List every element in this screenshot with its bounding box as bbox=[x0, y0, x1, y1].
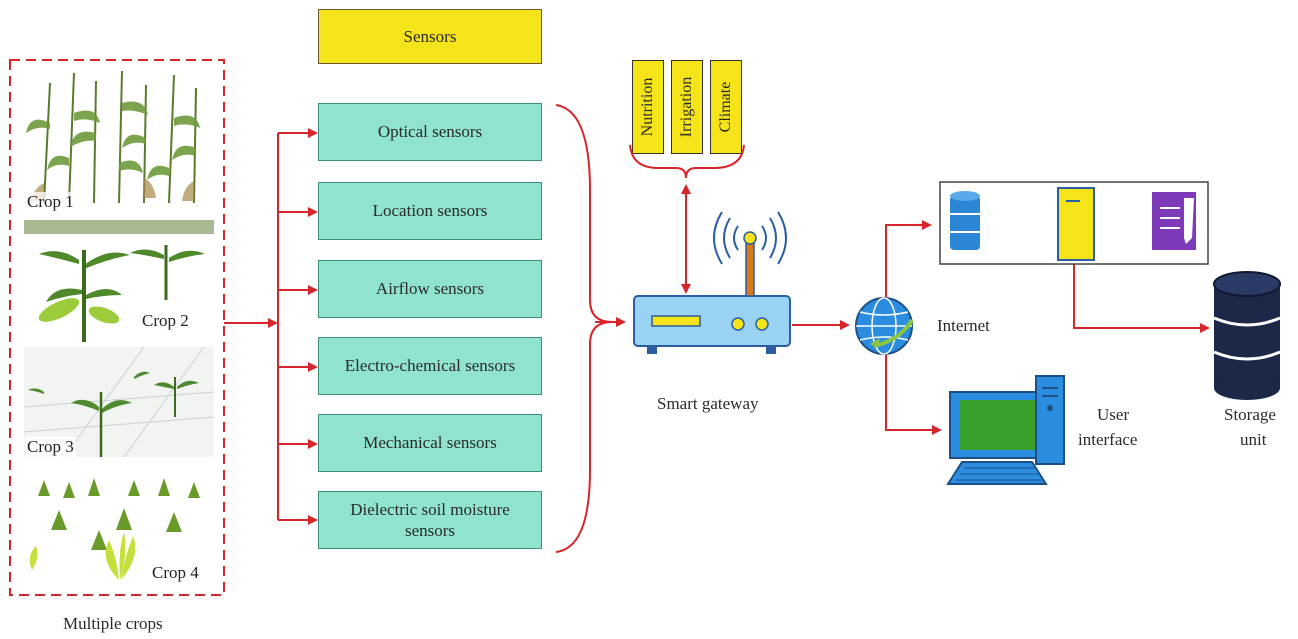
crop-1-label: Crop 1 bbox=[25, 192, 76, 212]
crop-1-image bbox=[24, 63, 214, 204]
document-icon bbox=[1152, 192, 1196, 250]
arrow-internet-to-ui bbox=[885, 352, 942, 435]
crop-4-image bbox=[24, 470, 214, 590]
crop-3-label: Crop 3 bbox=[25, 437, 76, 457]
crops-group-border bbox=[9, 59, 225, 596]
data-types-brace bbox=[629, 144, 745, 179]
sensor-airflow: Airflow sensors bbox=[318, 260, 542, 318]
sensor-optical: Optical sensors bbox=[318, 103, 542, 161]
sensor-mechanical: Mechanical sensors bbox=[318, 414, 542, 472]
database-icon bbox=[950, 191, 980, 250]
crop-4-label: Crop 4 bbox=[150, 563, 201, 583]
server-icon bbox=[1057, 187, 1095, 261]
data-type-nutrition: Nutrition bbox=[632, 60, 664, 154]
crop-2-label: Crop 2 bbox=[140, 311, 191, 331]
storage-label-2: unit bbox=[1240, 430, 1267, 449]
data-type-climate: Climate bbox=[710, 60, 742, 154]
data-type-irrigation: Irrigation bbox=[671, 60, 703, 154]
arrow-internet-to-cloud bbox=[885, 220, 932, 300]
storage-icon bbox=[1213, 271, 1281, 400]
computer-icon bbox=[946, 375, 1065, 485]
arrow-to-storage bbox=[1073, 263, 1210, 333]
sensor-electro-chemical: Electro-chemical sensors bbox=[318, 337, 542, 395]
user-interface-label-1: User bbox=[1097, 405, 1130, 424]
gateway-label: Smart gateway bbox=[657, 394, 759, 413]
router-icon bbox=[633, 211, 791, 354]
internet-label: Internet bbox=[937, 316, 990, 335]
sensor-dielectric-soil-moisture: Dielectric soil moisture sensors bbox=[318, 491, 542, 549]
user-interface-label-2: interface bbox=[1078, 430, 1138, 449]
globe-icon bbox=[855, 297, 914, 355]
sensors-brace bbox=[555, 104, 613, 553]
sensor-location: Location sensors bbox=[318, 182, 542, 240]
multiple-crops-label: Multiple crops bbox=[63, 614, 163, 633]
sensors-title: Sensors bbox=[318, 9, 542, 64]
storage-label-1: Storage bbox=[1224, 405, 1276, 424]
